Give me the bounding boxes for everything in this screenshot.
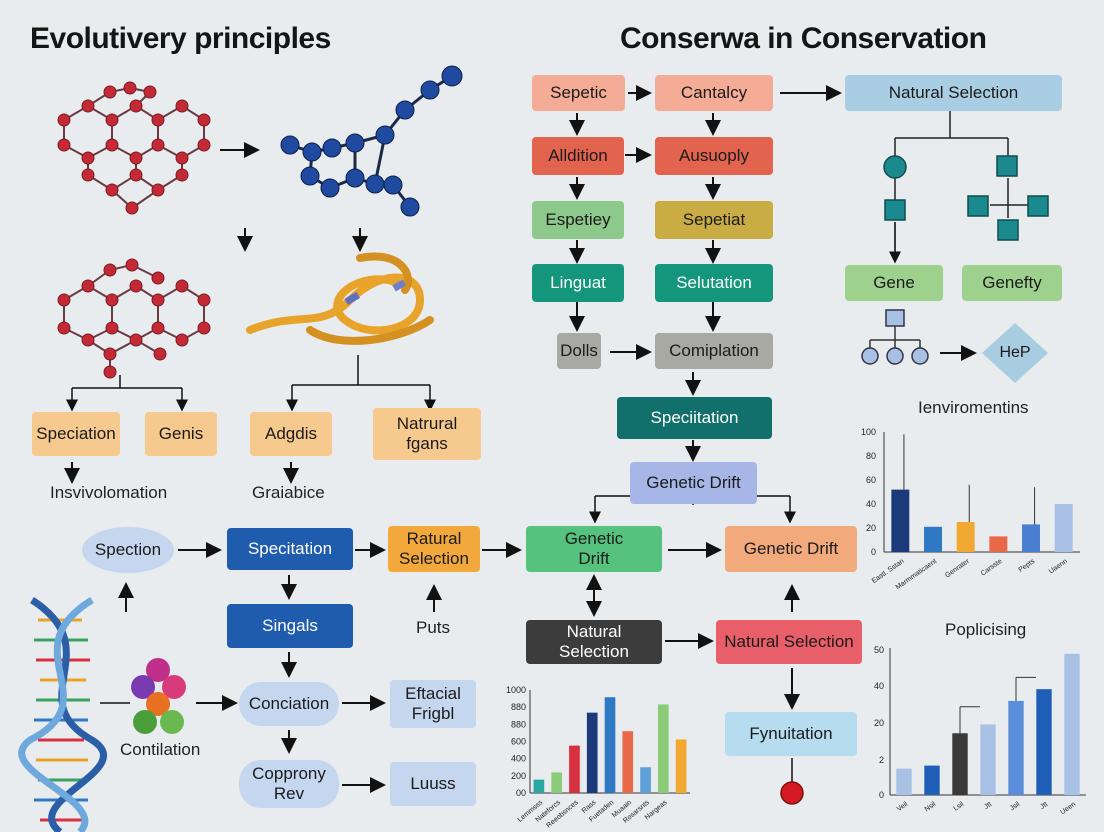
genis-box: Genis bbox=[145, 412, 217, 456]
natural-selection-dark-box: Natural Selection bbox=[526, 620, 662, 664]
specitation-box: Specitation bbox=[227, 528, 353, 570]
singals-box: Singals bbox=[227, 604, 353, 648]
comiplation-box: Comiplation bbox=[655, 333, 773, 369]
contilation-label: Contilation bbox=[120, 740, 201, 759]
genetic-drift-right-box: Genetic Drift bbox=[725, 526, 857, 572]
copprony-rev-pill: Copprony Rev bbox=[239, 760, 339, 808]
protein-ribbon-icon bbox=[246, 252, 434, 345]
right-title: Conserwa in Conservation bbox=[620, 22, 987, 55]
natrural-fgans-box: Natrural fgans bbox=[373, 408, 481, 460]
hep-diamond-icon bbox=[982, 323, 1048, 383]
small-tree-icon bbox=[861, 309, 929, 365]
molecule-cluster-icon bbox=[131, 658, 186, 734]
chart-top-title: Ienviromentins bbox=[918, 398, 1029, 417]
dolls-box: Dolls bbox=[557, 333, 601, 369]
insvivolomation-label: Insvivolomation bbox=[50, 483, 168, 502]
eftacial-frigbl-box: Eftacial Frigbl bbox=[390, 680, 476, 728]
natural-selection-red-box: Natural Selection bbox=[716, 620, 862, 664]
blue-molecule-icon bbox=[280, 65, 463, 217]
adgdis-box: Adgdis bbox=[250, 412, 332, 456]
molecule-lattice-icon bbox=[57, 81, 211, 215]
genefty-box: Genefty bbox=[962, 265, 1062, 301]
natural-selection-top-box: Natural Selection bbox=[845, 75, 1062, 111]
sepetiat-box: Sepetiat bbox=[655, 201, 773, 239]
alldition-box: Alldition bbox=[532, 137, 624, 175]
dna-helix-icon bbox=[18, 597, 107, 832]
genetic-drift-top-box: Genetic Drift bbox=[630, 462, 757, 504]
conciation-pill: Conciation bbox=[239, 682, 339, 726]
sepetic-box: Sepetic bbox=[532, 75, 625, 111]
molecule-lattice-2-icon bbox=[57, 258, 211, 379]
endpoint-dot-icon bbox=[780, 781, 804, 805]
espetiey-box: Espetiey bbox=[532, 201, 624, 239]
fynuitation-box: Fynuitation bbox=[725, 712, 857, 756]
puts-label: Puts bbox=[416, 618, 451, 637]
genetic-drift-left-box: Genetic Drift bbox=[526, 526, 662, 572]
graiabice-label: Graiabice bbox=[252, 483, 325, 502]
chart-bottom-title: Poplicising bbox=[945, 620, 1027, 639]
speciitation-box: Speciitation bbox=[617, 397, 772, 439]
network-nodes-icon bbox=[883, 155, 1049, 241]
gene-box: Gene bbox=[845, 265, 943, 301]
selutation-box: Selutation bbox=[655, 264, 773, 302]
hep-label: HeP bbox=[999, 343, 1031, 361]
spection-oval: Spection bbox=[82, 527, 174, 573]
ausuoply-box: Ausuoply bbox=[655, 137, 773, 175]
ratural-selection-box: Ratural Selection bbox=[388, 526, 480, 572]
speciation-box-left: Speciation bbox=[32, 412, 120, 456]
left-title: Evolutivery principles bbox=[30, 22, 331, 55]
linguat-box: Linguat bbox=[532, 264, 624, 302]
luss-box: Luuss bbox=[390, 762, 476, 806]
cantalcy-box: Cantalcy bbox=[655, 75, 773, 111]
